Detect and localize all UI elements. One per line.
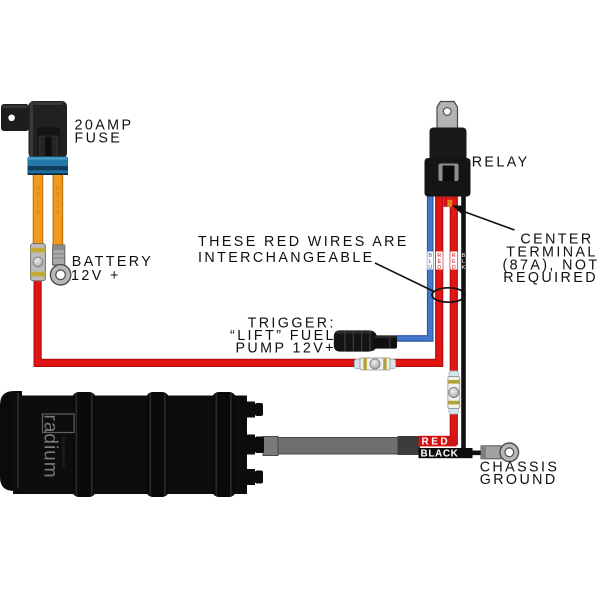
svg-text:2: 2 bbox=[37, 210, 40, 216]
svg-text:“LIFT” FUEL: “LIFT” FUEL bbox=[230, 328, 336, 344]
svg-text:CHASSIS: CHASSIS bbox=[480, 460, 560, 476]
svg-text:L: L bbox=[462, 259, 465, 265]
svg-text:FUSE: FUSE bbox=[75, 130, 123, 146]
svg-text:X: X bbox=[36, 192, 40, 198]
svg-text:G: G bbox=[56, 186, 60, 192]
svg-text:B: B bbox=[428, 253, 432, 259]
svg-text:(87A), NOT: (87A), NOT bbox=[502, 257, 599, 273]
svg-text:R: R bbox=[437, 253, 441, 259]
svg-text:E: E bbox=[452, 259, 456, 265]
svg-text:CENTER: CENTER bbox=[520, 232, 593, 248]
svg-text:D: D bbox=[452, 265, 456, 271]
svg-text:PUMP 12V+: PUMP 12V+ bbox=[235, 341, 335, 357]
svg-text:X: X bbox=[56, 192, 60, 198]
svg-text:THESE RED WIRES ARE: THESE RED WIRES ARE bbox=[198, 234, 409, 250]
svg-text:E: E bbox=[437, 259, 441, 265]
svg-text:R: R bbox=[452, 253, 456, 259]
svg-text:GROUND: GROUND bbox=[480, 472, 558, 488]
svg-text:D: D bbox=[437, 265, 441, 271]
svg-text:BLACK: BLACK bbox=[421, 449, 459, 460]
svg-text:RELAY: RELAY bbox=[472, 155, 530, 171]
svg-text:1: 1 bbox=[56, 204, 59, 210]
svg-text:INTERCHANGEABLE: INTERCHANGEABLE bbox=[198, 250, 375, 266]
svg-text:1: 1 bbox=[37, 204, 40, 210]
svg-text:REQUIRED: REQUIRED bbox=[503, 270, 598, 286]
svg-text:ENGINEERING: ENGINEERING bbox=[61, 437, 66, 469]
svg-text:20AMP: 20AMP bbox=[75, 118, 134, 134]
svg-text:RED: RED bbox=[422, 437, 451, 448]
svg-text:B: B bbox=[462, 253, 466, 259]
svg-text:L: L bbox=[56, 198, 59, 204]
svg-text:12V +: 12V + bbox=[71, 268, 121, 284]
svg-text:radium: radium bbox=[40, 415, 61, 479]
svg-text:BATTERY: BATTERY bbox=[72, 254, 153, 270]
svg-text:2: 2 bbox=[56, 210, 59, 216]
svg-text:U: U bbox=[428, 265, 432, 271]
svg-text:L: L bbox=[37, 198, 40, 204]
svg-text:G: G bbox=[36, 186, 40, 192]
svg-text:TERMINAL: TERMINAL bbox=[506, 244, 598, 260]
svg-text:TRIGGER:: TRIGGER: bbox=[248, 315, 336, 331]
svg-text:K: K bbox=[462, 265, 466, 271]
svg-text:L: L bbox=[429, 259, 432, 265]
